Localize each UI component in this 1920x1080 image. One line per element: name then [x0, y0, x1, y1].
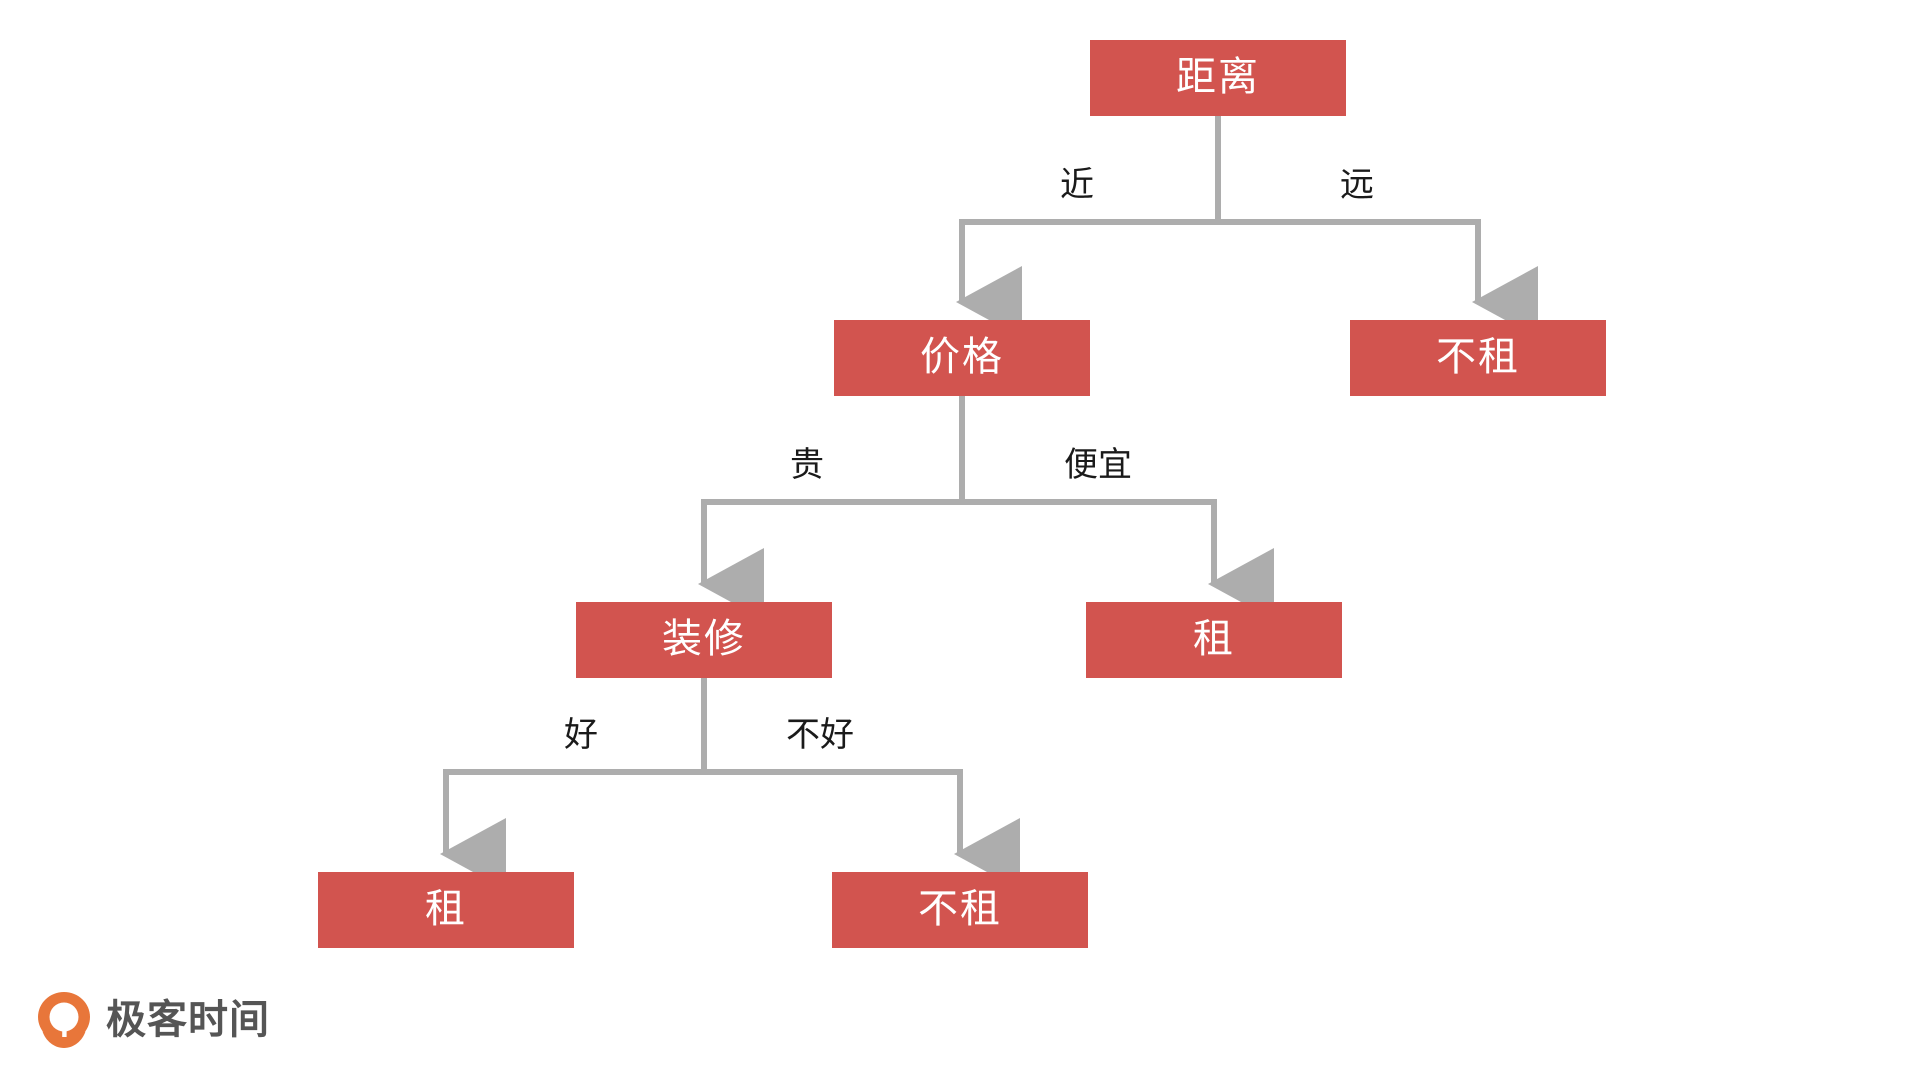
edge-label-expensive: 贵 — [790, 446, 824, 484]
edge-label-good: 好 — [564, 716, 598, 754]
edge-price-high-line — [698, 396, 965, 620]
node-no-rent-far[interactable]: 不租 — [1350, 320, 1606, 396]
node-price-label: 价格 — [920, 335, 1004, 379]
node-no-rent-bad-decor[interactable]: 不租 — [832, 872, 1088, 948]
node-rent-cheap[interactable]: 租 — [1086, 602, 1342, 678]
edge-decor-bad-line — [701, 678, 1020, 890]
node-rent-cheap-label: 租 — [1193, 617, 1235, 661]
node-price[interactable]: 价格 — [834, 320, 1090, 396]
brand-logo: 极客时间 — [36, 990, 270, 1050]
node-decoration-label: 装修 — [662, 617, 746, 661]
edge-distance-near-line — [956, 116, 1221, 338]
brand-wordmark: 极客时间 — [106, 998, 270, 1042]
edge-distance-far-line — [1215, 116, 1538, 338]
edge-label-near: 近 — [1060, 166, 1094, 204]
edge-decor-good-line — [440, 678, 707, 890]
edge-label-not-good: 不好 — [786, 716, 854, 754]
node-no-rent-far-label: 不租 — [1436, 335, 1520, 379]
edge-label-far: 远 — [1340, 166, 1374, 204]
node-distance[interactable]: 距离 — [1090, 40, 1346, 116]
edge-price-low-line — [959, 396, 1274, 620]
node-decoration[interactable]: 装修 — [576, 602, 832, 678]
edge-label-cheap: 便宜 — [1064, 446, 1132, 484]
node-no-rent-bad-decor-label: 不租 — [918, 887, 1002, 931]
node-distance-label: 距离 — [1176, 55, 1260, 99]
location-pin-icon — [38, 992, 90, 1048]
node-rent-good-decor-label: 租 — [425, 887, 467, 931]
node-rent-good-decor[interactable]: 租 — [318, 872, 574, 948]
